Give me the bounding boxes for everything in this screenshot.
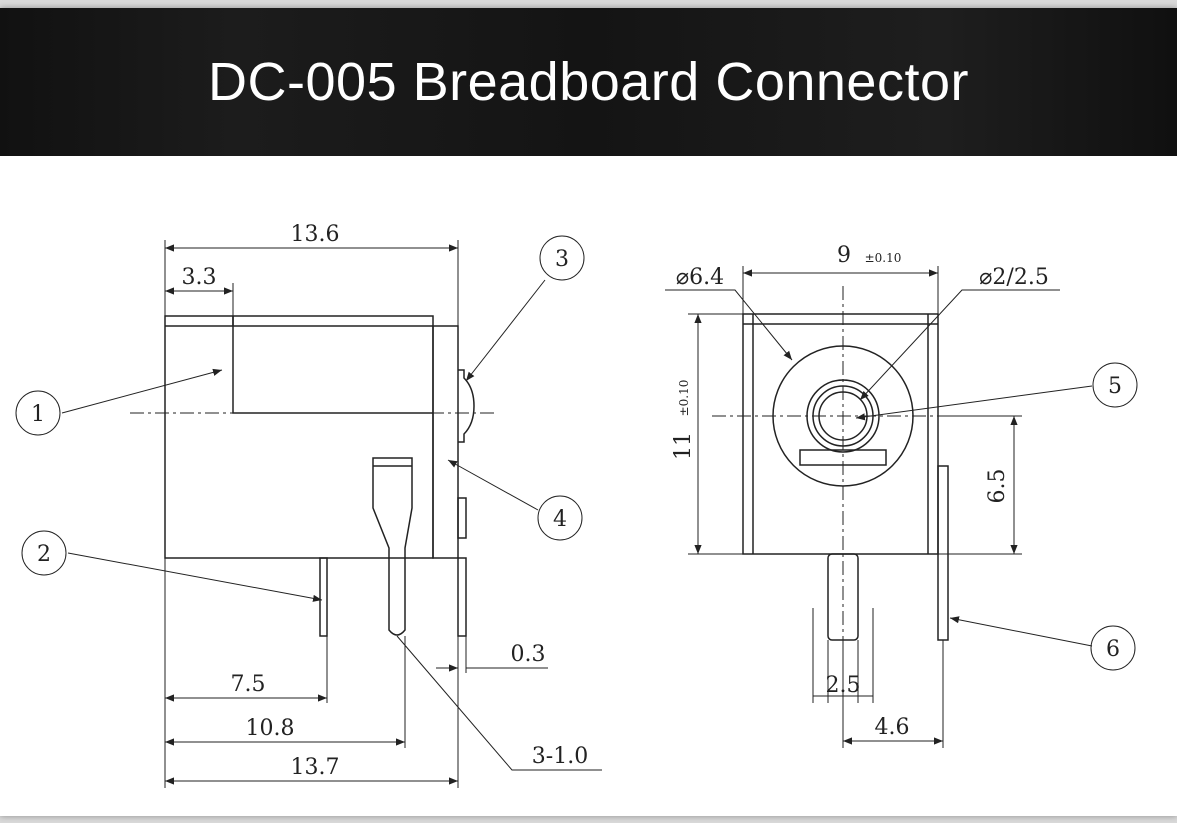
dim-height-tol: ±0.10 xyxy=(677,380,691,417)
dim-pin-thickness: 0.3 xyxy=(511,642,546,667)
callout-circle-4 xyxy=(537,495,583,541)
dim-pin2-pos: 10.8 xyxy=(246,716,295,741)
dim-height: 11 xyxy=(671,432,696,460)
front-side-tab xyxy=(937,465,949,641)
callout-5-label: 5 xyxy=(1108,374,1122,399)
callout-3-label: 3 xyxy=(555,247,569,272)
technical-drawing: 13.6 3.3 7.5 10.8 13.7 0.3 3-1.0 1 2 3 4… xyxy=(15,222,1138,788)
side-dimension-lines xyxy=(15,235,602,788)
front-view-labels: 9 ±0.10 11 ±0.10 ⌀6.4 ⌀2/2.5 6.5 2.5 4.6… xyxy=(671,243,1122,740)
callout-circle-6 xyxy=(1090,625,1136,671)
dim-inner-dia: ⌀2/2.5 xyxy=(979,265,1049,290)
callout-circle-5 xyxy=(1092,362,1138,408)
left-pin xyxy=(319,557,328,637)
front-dimension-lines xyxy=(665,266,1138,748)
dim-center-height: 6.5 xyxy=(985,469,1010,504)
callout-circle-2 xyxy=(21,530,67,576)
diagram-frame: DC-005 Breadboard Connector xyxy=(0,8,1177,816)
side-front-plate xyxy=(432,325,459,559)
side-view xyxy=(164,315,475,637)
page-title: DC-005 Breadboard Connector xyxy=(208,52,969,112)
callout-1-label: 1 xyxy=(31,402,45,427)
callout-2-label: 2 xyxy=(37,542,51,567)
side-clip xyxy=(457,497,467,539)
side-body-outline xyxy=(164,315,434,559)
dim-pin-offset: 4.6 xyxy=(875,715,910,740)
dim-overall-width: 13.6 xyxy=(291,222,340,247)
dim-pin-spec: 3-1.0 xyxy=(532,744,588,769)
callout-circle-3 xyxy=(539,235,585,281)
callout-4-label: 4 xyxy=(553,507,567,532)
dim-width: 9 xyxy=(837,243,851,268)
front-body-outline xyxy=(742,313,939,555)
front-view xyxy=(742,313,949,641)
right-pin xyxy=(457,557,467,637)
callout-circle-1 xyxy=(15,390,61,436)
title-bar: DC-005 Breadboard Connector xyxy=(0,8,1177,156)
dim-outer-dia: ⌀6.4 xyxy=(676,265,724,290)
dim-offset-left: 3.3 xyxy=(182,265,217,290)
dim-width-tol: ±0.10 xyxy=(865,251,902,265)
center-pin xyxy=(372,457,413,636)
dim-overall-length: 13.7 xyxy=(291,755,340,780)
callout-6-label: 6 xyxy=(1106,637,1120,662)
side-step-line xyxy=(232,316,433,414)
dim-pin1-pos: 7.5 xyxy=(231,672,266,697)
side-view-labels: 13.6 3.3 7.5 10.8 13.7 0.3 3-1.0 1 2 3 4 xyxy=(31,222,588,780)
dim-pin-width: 2.5 xyxy=(826,673,861,698)
